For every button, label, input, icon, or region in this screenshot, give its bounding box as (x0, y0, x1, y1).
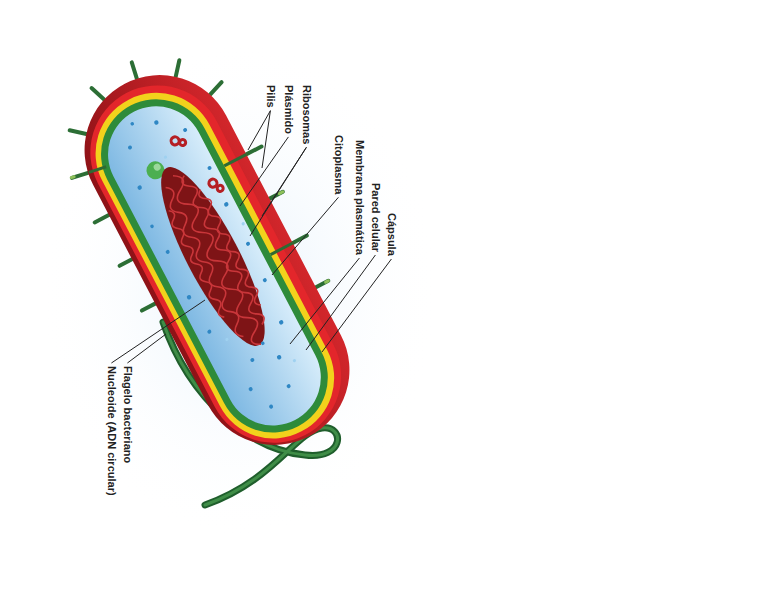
part-label: Pilis (264, 85, 277, 108)
leader-line (306, 255, 375, 350)
part-label: Nucleoide (ADN circular) (105, 366, 118, 496)
leader-line (290, 258, 359, 344)
leader-line (111, 300, 205, 363)
leader-line (240, 137, 288, 206)
part-label: Ribosomas (300, 85, 313, 144)
part-label: Cápsula (385, 213, 398, 256)
leader-line (272, 197, 338, 275)
part-label: Flagelo bacteriano (121, 366, 134, 463)
part-label: Membrana plasmática (353, 140, 366, 255)
leader-line (250, 147, 306, 236)
part-label: Citoplasma (332, 135, 345, 194)
part-label: Plásmido (282, 85, 295, 134)
leader-line (322, 259, 391, 352)
part-label: Pared celular (369, 183, 382, 252)
leader-line (262, 111, 270, 168)
